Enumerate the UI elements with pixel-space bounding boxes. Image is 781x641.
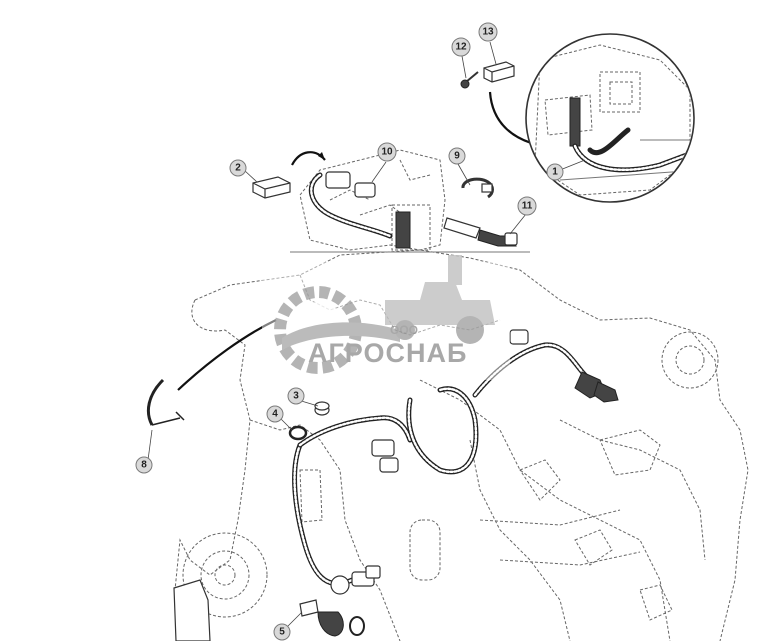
main-wiring-harness [292,329,619,595]
callout-12-label: 12 [455,42,467,53]
clip-part-5 [299,599,365,637]
ring-part-9 [461,177,494,199]
callout-5-label: 5 [279,627,285,638]
upper-engine-detail [290,149,530,253]
callout-12: 12 [451,37,471,57]
callout-10: 10 [377,142,397,162]
harness-part-10 [308,171,411,249]
callout-9: 9 [448,147,466,165]
watermark-harvester-icon [385,255,495,344]
bolt-part-12 [460,71,479,89]
clip-part-2 [252,176,291,199]
magnified-detail-view [525,33,695,203]
watermark-gear-icon [274,286,400,374]
callout-11-label: 11 [522,201,533,212]
mounting-bracket [173,579,211,641]
callout-10-label: 10 [381,147,393,158]
callout-2: 2 [229,159,247,177]
ring-part-4 [288,425,308,441]
part-2-arrowhead [318,152,325,160]
callout-4-label: 4 [272,409,278,420]
agrosnab-watermark: ООО АГРОСНАБ [262,255,510,380]
callout-1-label: 1 [552,167,558,178]
watermark-brand-text: АГРОСНАБ [308,338,467,368]
watermark-small-text: ООО [390,323,418,337]
callout-8-label: 8 [141,460,147,471]
callout-3-label: 3 [293,391,299,402]
callout-5: 5 [273,623,291,641]
callout-3: 3 [287,387,305,405]
callout-1: 1 [546,163,564,181]
callout-13: 13 [478,22,498,42]
part-8-transfer-arrow [177,319,277,391]
callout-11: 11 [517,196,537,216]
connector-part-11 [443,217,518,247]
strap-part-8 [146,378,185,426]
bracket-part-13 [483,61,515,83]
grommet-part-3 [314,401,330,416]
callout-9-label: 9 [454,151,460,162]
callout-8: 8 [135,456,153,474]
callout-2-label: 2 [235,163,241,174]
callout-13-label: 13 [482,27,494,38]
callout-4: 4 [266,405,284,423]
